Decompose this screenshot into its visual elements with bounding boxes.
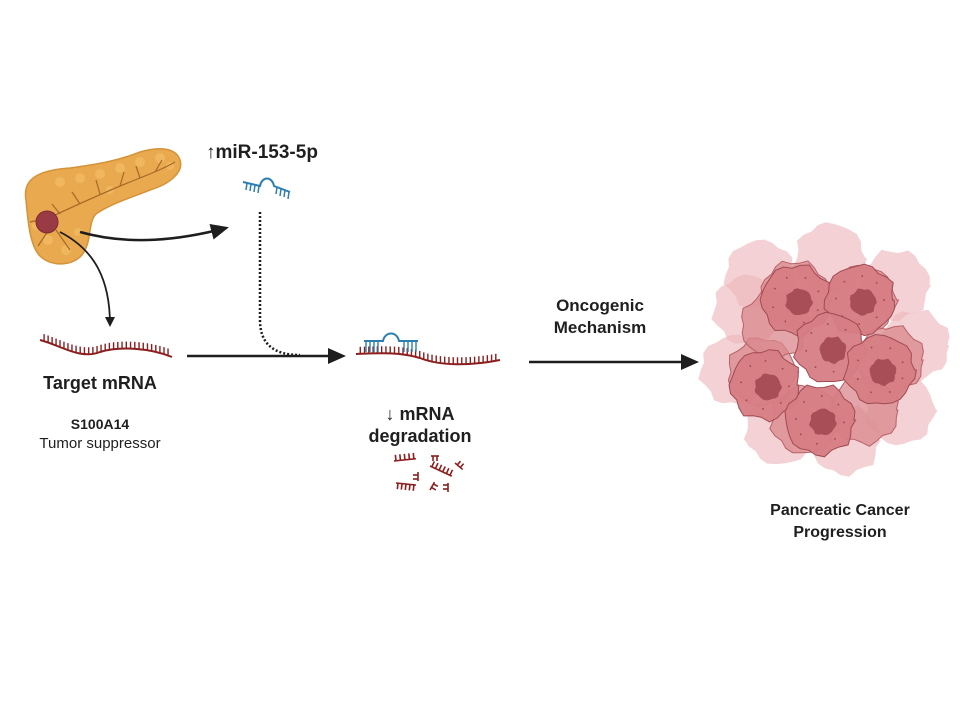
gene-role-label: Tumor suppressor bbox=[39, 435, 161, 452]
outcome-line-1: Pancreatic Cancer bbox=[770, 502, 910, 519]
degradation-line-2: degradation bbox=[368, 426, 472, 446]
oncogenic-mechanism-label: Oncogenic Mechanism bbox=[530, 295, 670, 339]
mrna-degradation-label: ↓ mRNA degradation bbox=[350, 403, 490, 447]
outcome-line-2: Progression bbox=[793, 524, 887, 541]
mirna-label: ↑miR-153-5p bbox=[206, 142, 318, 163]
mirna-hairpin-icon bbox=[242, 177, 291, 200]
cancer-progression-label: Pancreatic Cancer Progression bbox=[750, 500, 930, 544]
degradation-line-1: ↓ mRNA bbox=[385, 404, 455, 424]
target-mrna-label: Target mRNA bbox=[43, 373, 157, 393]
gene-name-label: S100A14 bbox=[70, 416, 130, 432]
mechanism-line-2: Mechanism bbox=[553, 318, 647, 337]
arrow-pancreas-to-mrna bbox=[59, 231, 115, 327]
cancer-cell-cluster-icon bbox=[698, 222, 950, 477]
mechanism-line-1: Oncogenic bbox=[556, 296, 644, 315]
mrna-strand-icon bbox=[39, 334, 173, 358]
dotted-mirna-path bbox=[258, 212, 301, 357]
mirna-mrna-complex-icon bbox=[355, 332, 501, 366]
mrna-fragments-icon bbox=[393, 452, 465, 492]
arrow-pancreas-to-mirna bbox=[79, 224, 229, 242]
pancreas-with-tumor-icon bbox=[24, 147, 182, 265]
